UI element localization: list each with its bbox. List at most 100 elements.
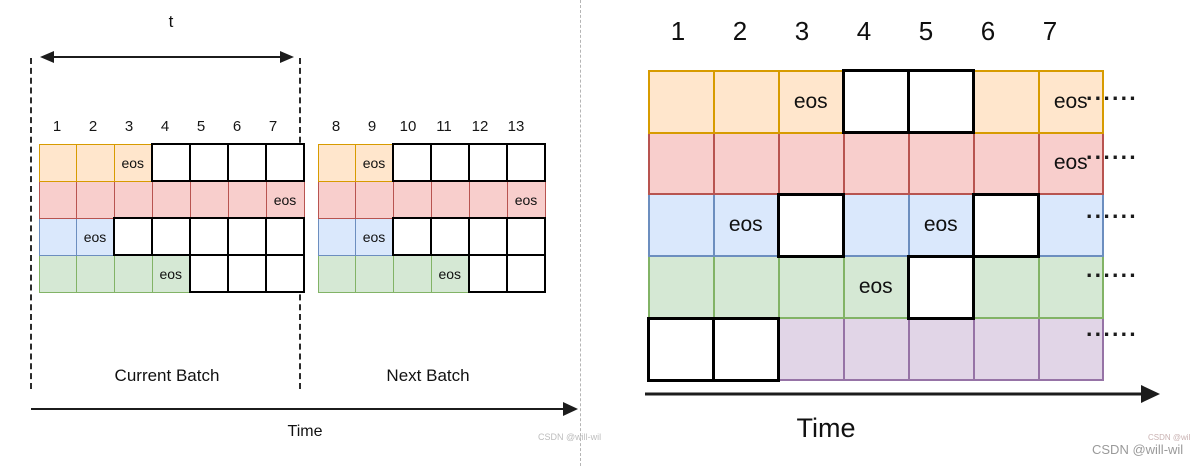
time-axis-label-right: Time (796, 413, 856, 443)
orange-sequence-row: eos eos (647, 69, 1104, 134)
empty-cell (189, 217, 229, 256)
token-cell (39, 217, 77, 256)
eos-cell: eos (355, 143, 394, 182)
token-cell (76, 180, 115, 219)
column-number: 3 (794, 16, 810, 46)
empty-cell (777, 192, 845, 258)
column-number: 8 (331, 118, 341, 135)
empty-cell (506, 217, 546, 256)
column-number: 13 (507, 118, 525, 135)
continuation-dots: ······ (1086, 262, 1138, 288)
empty-cell (265, 254, 305, 293)
column-number: 6 (980, 16, 996, 46)
empty-cell (506, 143, 546, 182)
eos-cell: eos (777, 69, 845, 134)
eos-cell: eos (265, 180, 305, 219)
empty-cell (468, 217, 508, 256)
eos-cell: eos (355, 217, 394, 256)
token-cell (712, 69, 780, 134)
eos-cell: eos (76, 217, 115, 256)
batch-boundary-left-line (30, 58, 32, 389)
column-number: 9 (367, 118, 377, 135)
panel-divider-line (580, 0, 581, 466)
token-cell (777, 131, 845, 195)
column-number: 1 (670, 16, 686, 46)
column-number: 11 (436, 118, 452, 135)
token-cell (318, 180, 356, 219)
token-cell (907, 131, 975, 195)
empty-cell (265, 217, 305, 256)
empty-cell (712, 316, 780, 382)
empty-cell (972, 192, 1040, 258)
token-cell (76, 254, 115, 293)
token-cell (468, 180, 508, 219)
continuation-dots: ······ (1086, 85, 1138, 111)
empty-cell (468, 143, 508, 182)
eos-cell: eos (1037, 69, 1104, 134)
column-number: 5 (196, 118, 206, 135)
empty-cell (227, 217, 267, 256)
token-cell (1037, 193, 1104, 257)
empty-cell (392, 217, 432, 256)
empty-cell (151, 217, 191, 256)
time-axis-arrow-right (645, 385, 1160, 403)
watermark-right-small: CSDN @will- (1148, 433, 1190, 442)
empty-cell (907, 254, 975, 320)
column-number: 2 (732, 16, 748, 46)
column-number: 2 (88, 118, 98, 135)
token-cell (972, 255, 1040, 319)
token-cell (842, 131, 910, 195)
token-cell (39, 180, 77, 219)
column-number: 7 (1042, 16, 1058, 46)
token-cell (647, 69, 715, 134)
token-cell (189, 180, 229, 219)
empty-cell (189, 143, 229, 182)
token-cell (972, 69, 1040, 134)
token-cell (392, 180, 432, 219)
eos-cell: eos (430, 254, 470, 293)
empty-cell (506, 254, 546, 293)
column-number: 4 (160, 118, 170, 135)
token-cell (842, 317, 910, 381)
watermark-right: CSDN @will-wil (1092, 442, 1184, 457)
continuation-dots-column: ······························ (1086, 69, 1138, 364)
column-number: 12 (471, 118, 489, 135)
token-cell (777, 317, 845, 381)
current-batch-label: Current Batch (114, 366, 220, 385)
token-cell (647, 193, 715, 257)
token-cell (972, 131, 1040, 195)
empty-cell (392, 143, 432, 182)
red-sequence-row: eos (647, 131, 1104, 195)
eos-cell: eos (842, 255, 910, 319)
token-cell (647, 131, 715, 195)
empty-cell (151, 143, 191, 182)
token-cell (430, 180, 470, 219)
orange-sequence-row: eos (318, 143, 546, 182)
column-number: 7 (268, 118, 278, 135)
empty-cell (430, 217, 470, 256)
empty-cell (647, 316, 715, 382)
column-number: 3 (124, 118, 134, 135)
token-cell (318, 143, 356, 182)
blue-sequence-row: eos (318, 217, 546, 256)
token-cell (712, 255, 780, 319)
continuation-dots: ······ (1086, 321, 1138, 347)
empty-cell (227, 254, 267, 293)
green-sequence-row: eos (318, 254, 546, 293)
empty-cell (842, 69, 910, 134)
time-axis-label-left: Time (287, 423, 323, 440)
token-cell (113, 254, 153, 293)
red-sequence-row: eos (39, 180, 305, 219)
token-cell (972, 317, 1040, 381)
token-cell (842, 193, 910, 257)
blue-sequence-row: eos (39, 217, 305, 256)
token-cell (318, 217, 356, 256)
time-axis-arrow-left (31, 402, 578, 416)
